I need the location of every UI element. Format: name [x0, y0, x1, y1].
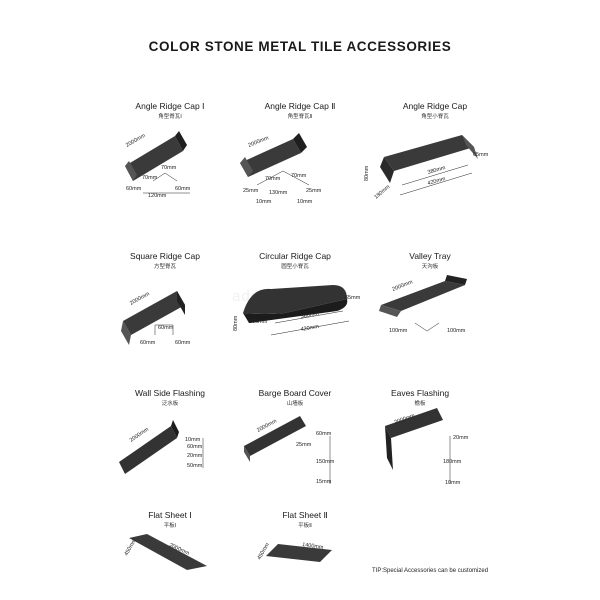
- dim-length: 2000mm: [248, 135, 270, 149]
- dim-lip: 10mm: [185, 437, 201, 443]
- dim-width: 180mm: [373, 184, 391, 201]
- square-ridge-cap-drawing: 2000mm 60mm 60mm 60mm: [121, 291, 191, 346]
- dim-width: 130mm: [269, 190, 288, 196]
- dim-length: 1400mm: [302, 542, 324, 551]
- dim-leg-left: 70mm: [142, 175, 158, 181]
- item-valley-tray: Valley Tray 天沟板 2000mm 100mm 100mm: [375, 251, 485, 351]
- item-name: Eaves Flashing: [390, 388, 450, 398]
- item-cn-name: 平板Ⅰ: [163, 523, 177, 529]
- item-name: Flat Sheet Ⅰ: [148, 510, 192, 520]
- item-cn-name: 山墙板: [286, 401, 304, 407]
- item-barge-board-cover: Barge Board Cover 山墙板 2000mm 60mm 25mm 1…: [240, 388, 350, 488]
- dim-lip: 15mm: [316, 479, 332, 485]
- item-cn-name: 泛水板: [161, 401, 179, 407]
- dim-flange: 25mm: [296, 442, 312, 448]
- barge-board-cover-drawing: 2000mm 60mm 25mm 150mm 15mm: [244, 416, 335, 485]
- dim-height: 60mm: [187, 444, 203, 450]
- valley-tray-drawing: 2000mm 100mm 100mm: [379, 275, 467, 334]
- dim-leg-right: 70mm: [161, 165, 177, 171]
- dim-top: 20mm: [453, 435, 469, 441]
- dim-height: 180mm: [443, 459, 462, 465]
- angle-ridge-cap-2-drawing: 2000mm 70mm 70mm 25mm 130mm 25mm 10mm 10…: [240, 133, 322, 205]
- item-eaves-flashing: Eaves Flashing 檐板 2000mm 20mm 180mm 10mm: [365, 388, 475, 488]
- dim-lip-left: 10mm: [256, 199, 272, 205]
- flat-sheet-1-drawing: 450mm 2000mm: [124, 534, 207, 570]
- wall-side-flashing-drawing: 2000mm 10mm 60mm 20mm 50mm: [119, 420, 204, 474]
- item-circular-ridge-cap: Circular Ridge Cap 圆型小脊瓦 80mm 180mm 380m…: [225, 251, 365, 351]
- item-square-ridge-cap: Square Ridge Cap 方型脊瓦 2000mm 60mm 60mm 6…: [115, 251, 215, 351]
- dim-flange-left: 25mm: [243, 188, 259, 194]
- item-wall-side-flashing: Wall Side Flashing 泛水板 2000mm 10mm 60mm …: [115, 388, 225, 488]
- dim-lip-right: 10mm: [297, 199, 313, 205]
- dim-length: 2000mm: [125, 133, 147, 149]
- dim-height-right: 65mm: [473, 152, 489, 158]
- dim-top-width: 60mm: [158, 325, 174, 331]
- dim-top: 60mm: [316, 431, 332, 437]
- dim-step: 20mm: [187, 453, 203, 459]
- item-angle-ridge-cap-2: Angle Ridge Cap Ⅱ 角型脊瓦Ⅱ 2000mm 70mm 70mm…: [240, 101, 355, 206]
- dim-width: 120mm: [148, 193, 167, 199]
- item-name: Wall Side Flashing: [134, 388, 206, 398]
- item-flat-sheet-1: Flat Sheet Ⅰ 平板Ⅰ 450mm 2000mm: [115, 510, 225, 590]
- item-name: Valley Tray: [409, 251, 451, 261]
- dim-leg-right: 70mm: [291, 173, 307, 179]
- dim-length: 2000mm: [129, 426, 150, 443]
- dim-side-left: 100mm: [389, 328, 408, 334]
- dim-width: 450mm: [124, 538, 139, 557]
- item-name: Square Ridge Cap: [130, 251, 200, 261]
- item-cn-name: 角型脊瓦Ⅱ: [287, 114, 313, 120]
- dim-leg-left: 70mm: [265, 176, 281, 182]
- dim-side-right: 60mm: [175, 340, 191, 346]
- item-cn-name: 檐板: [414, 401, 426, 407]
- dim-length: 2000mm: [129, 291, 151, 307]
- dim-outer-length: 420mm: [427, 176, 447, 187]
- dim-width: 450mm: [257, 542, 272, 561]
- item-flat-sheet-2: Flat Sheet Ⅱ 平板Ⅱ 450mm 1400mm: [250, 510, 360, 590]
- dim-height: 80mm: [233, 315, 239, 331]
- dim-flange-right: 25mm: [306, 188, 322, 194]
- item-name: Angle Ridge Cap Ⅱ: [264, 101, 336, 111]
- dim-height: 150mm: [316, 459, 335, 465]
- dim-side-right: 100mm: [447, 328, 466, 334]
- item-angle-ridge-cap-small: Angle Ridge Cap 角型小脊瓦 65mm 80mm 380mm 42…: [364, 101, 500, 201]
- item-cn-name: 圆型小脊瓦: [281, 264, 309, 270]
- angle-ridge-cap-small-drawing: 65mm 80mm 380mm 420mm 180mm: [364, 135, 489, 201]
- dim-base: 50mm: [187, 463, 203, 469]
- item-name: Flat Sheet Ⅱ: [282, 510, 328, 520]
- dim-inner-length: 380mm: [300, 311, 320, 320]
- dim-length: 2000mm: [392, 279, 414, 293]
- dim-lip: 10mm: [445, 480, 461, 486]
- eaves-flashing-drawing: 2000mm 20mm 180mm 10mm: [385, 408, 469, 486]
- dim-inner-length: 380mm: [427, 165, 447, 176]
- item-cn-name: 角型小脊瓦: [421, 114, 449, 120]
- dim-side-right: 60mm: [175, 186, 191, 192]
- angle-ridge-cap-1-drawing: 2000mm 70mm 70mm 60mm 120mm 60mm: [125, 131, 191, 199]
- customization-tip: TIP:Special Accessories can be customize…: [372, 568, 489, 574]
- item-angle-ridge-cap-1: Angle Ridge Cap Ⅰ 角型脊瓦Ⅰ 2000mm 70mm 70mm…: [115, 101, 225, 201]
- page-title: COLOR STONE METAL TILE ACCESSORIES: [148, 39, 452, 54]
- circular-ridge-cap-drawing: 80mm 180mm 380mm 420mm 65mm: [233, 285, 361, 336]
- item-name: Angle Ridge Cap: [402, 101, 468, 111]
- item-name: Angle Ridge Cap Ⅰ: [135, 101, 205, 111]
- item-cn-name: 方型脊瓦: [153, 264, 176, 270]
- flat-sheet-2-drawing: 450mm 1400mm: [257, 542, 332, 562]
- item-cn-name: 天沟板: [421, 264, 439, 270]
- dim-flange: 65mm: [345, 295, 361, 301]
- dim-width: 180mm: [249, 319, 268, 325]
- dim-side-left: 60mm: [126, 186, 142, 192]
- item-name: Barge Board Cover: [258, 388, 332, 398]
- dim-height-left: 80mm: [364, 165, 370, 181]
- item-cn-name: 角型脊瓦Ⅰ: [158, 114, 182, 120]
- dim-outer-length: 420mm: [300, 324, 320, 333]
- dim-side-left: 60mm: [140, 340, 156, 346]
- item-cn-name: 平板Ⅱ: [298, 523, 312, 529]
- item-name: Circular Ridge Cap: [259, 251, 331, 261]
